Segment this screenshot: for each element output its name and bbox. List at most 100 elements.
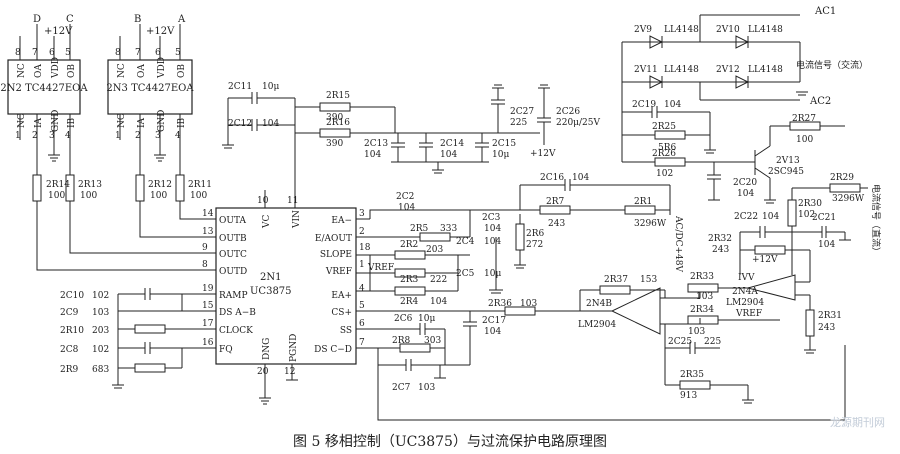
c19-value: 104 <box>664 100 681 110</box>
uc-pin-num: 19 <box>202 284 214 294</box>
c5-value: 10μ <box>484 269 501 279</box>
uc-pin-name: E/AOUT <box>315 234 352 244</box>
c10-label: 2C10 <box>60 291 84 301</box>
d9-label: 2V9 <box>634 25 652 35</box>
pin-num: 5 <box>65 48 71 58</box>
uc-pin-num: 2 <box>359 227 365 237</box>
current-dc-label: 电流信号（直流） <box>870 184 882 256</box>
pin-name: NC <box>117 63 127 78</box>
ac2-label: AC2 <box>809 96 831 107</box>
r30-label: 2R30 <box>798 199 822 209</box>
uc-pin-num: 4 <box>359 284 365 294</box>
d11-part: LL4148 <box>664 65 699 75</box>
uc-pin-name: VREF <box>325 267 352 277</box>
pin-num: 3 <box>49 131 55 141</box>
pin-name: OB <box>67 64 77 78</box>
uc-pin-num: 6 <box>359 319 365 329</box>
n4b-part: LM2904 <box>578 320 616 330</box>
c19-label: 2C19 <box>632 100 656 110</box>
c7-label: 2C7 <box>392 383 411 393</box>
r16-label: 2R16 <box>326 118 350 128</box>
pin-num: 10 <box>257 196 269 206</box>
r5-label: 2R5 <box>410 224 429 234</box>
pin-num: 20 <box>257 367 269 377</box>
opamp-stage: 2N4B LM2904 2R37 153 IVV 2N4A LM2904 2R3… <box>578 249 842 404</box>
uc-pin-num: 13 <box>202 227 214 237</box>
uc-pin-name: SS <box>340 326 352 336</box>
ivv-label: IVV <box>738 273 755 283</box>
pin-name: OA <box>137 64 147 78</box>
r25-value: 5R6 <box>658 143 677 153</box>
pin-num: 11 <box>287 196 298 206</box>
c2-label: 2C2 <box>396 192 414 202</box>
uc-pin-name: SLOPE <box>320 250 352 260</box>
uc-pin-num: 5 <box>359 301 365 311</box>
r26-value: 102 <box>656 169 673 179</box>
r31-label: 2R31 <box>818 311 842 321</box>
c25-label: 2C25 <box>668 337 692 347</box>
r12-label: 2R12 <box>148 180 172 190</box>
pin-num: 2 <box>32 131 38 141</box>
uc-pin-num: 18 <box>359 243 371 253</box>
r3-value: 222 <box>430 275 447 285</box>
c17-value: 104 <box>484 327 501 337</box>
uc-pin-num: 3 <box>359 209 365 219</box>
r32-label: 2R32 <box>708 234 732 244</box>
output-label: D <box>33 14 41 25</box>
output-label: C <box>66 14 74 25</box>
rectifier-bridge: 2V9 LL4148 2V10 LL4148 2V11 LL4148 2V12 … <box>621 6 868 162</box>
pin-num: 7 <box>32 48 38 58</box>
pin-name: IB <box>67 117 77 128</box>
r1-label: 2R1 <box>634 197 652 207</box>
c12-label: 2C12 <box>228 119 252 129</box>
r2-label: 2R2 <box>400 240 418 250</box>
c12-value: 104 <box>262 119 279 129</box>
c10-value: 102 <box>92 291 109 301</box>
r36-label: 2R36 <box>488 299 512 309</box>
c4-label: 2C4 <box>456 237 475 247</box>
r11-label: 2R11 <box>188 180 212 190</box>
acdc-label: AC/DC+48V <box>673 215 683 273</box>
c21-label: 2C21 <box>812 213 836 223</box>
r26-label: 2R26 <box>652 149 676 159</box>
v13-label: 2V13 <box>776 156 800 166</box>
uc-pin-name: DS A−B <box>219 308 256 318</box>
r2-value: 203 <box>426 245 443 255</box>
r31-value: 243 <box>818 323 835 333</box>
c22-label: 2C22 <box>734 212 758 222</box>
n4a-part: LM2904 <box>726 298 764 308</box>
c5-label: 2C5 <box>456 269 475 279</box>
pin-num: 4 <box>65 131 71 141</box>
uc-pin-name: CS+ <box>331 308 352 318</box>
pin-num: 6 <box>155 48 161 58</box>
d12-label: 2V12 <box>716 65 740 75</box>
d10-part: LL4148 <box>748 25 783 35</box>
r7-value: 243 <box>548 219 565 229</box>
v13-part: 2SC945 <box>768 167 804 177</box>
supply-filter: 2C11 10μ 2C12 104 2R15 390 2R16 390 2C13… <box>222 82 601 174</box>
uc-pin-num: 14 <box>202 209 214 219</box>
pin-name: GND <box>51 110 61 132</box>
c9-value: 103 <box>92 308 109 318</box>
sense-network: 2C19 104 2R25 5R6 2R26 102 2C20 104 2R27… <box>622 100 882 275</box>
c4-value: 104 <box>484 237 501 247</box>
r10-value: 203 <box>92 326 109 336</box>
uc-pin-name: OUTD <box>219 267 247 277</box>
driver-2n2-ref: 2N2 TC4427EOA <box>0 83 88 94</box>
c17-label: 2C17 <box>482 316 506 326</box>
r4-value: 104 <box>430 297 447 307</box>
pin-name: IA <box>137 117 147 128</box>
r33-value: 103 <box>696 292 713 302</box>
r32-value: 243 <box>712 245 729 255</box>
uc-pin-name: OUTB <box>219 234 247 244</box>
uc-pin-name: RAMP <box>219 291 248 301</box>
d11-label: 2V11 <box>634 65 658 75</box>
r29-value: 3296W <box>832 194 865 204</box>
pin-name: DNG <box>262 338 272 360</box>
c3-value: 104 <box>484 224 501 234</box>
c6-label: 2C6 <box>394 314 413 324</box>
timing-network: 2C10 102 2C9 103 2R10 203 2C8 102 2R9 68… <box>60 288 216 389</box>
driver-2n2: 2N2 TC4427EOA 8 7 6 5 NC OA VDD OB 1 2 3… <box>0 14 88 175</box>
c2-value: 104 <box>398 203 415 213</box>
r9-label: 2R9 <box>60 365 79 375</box>
